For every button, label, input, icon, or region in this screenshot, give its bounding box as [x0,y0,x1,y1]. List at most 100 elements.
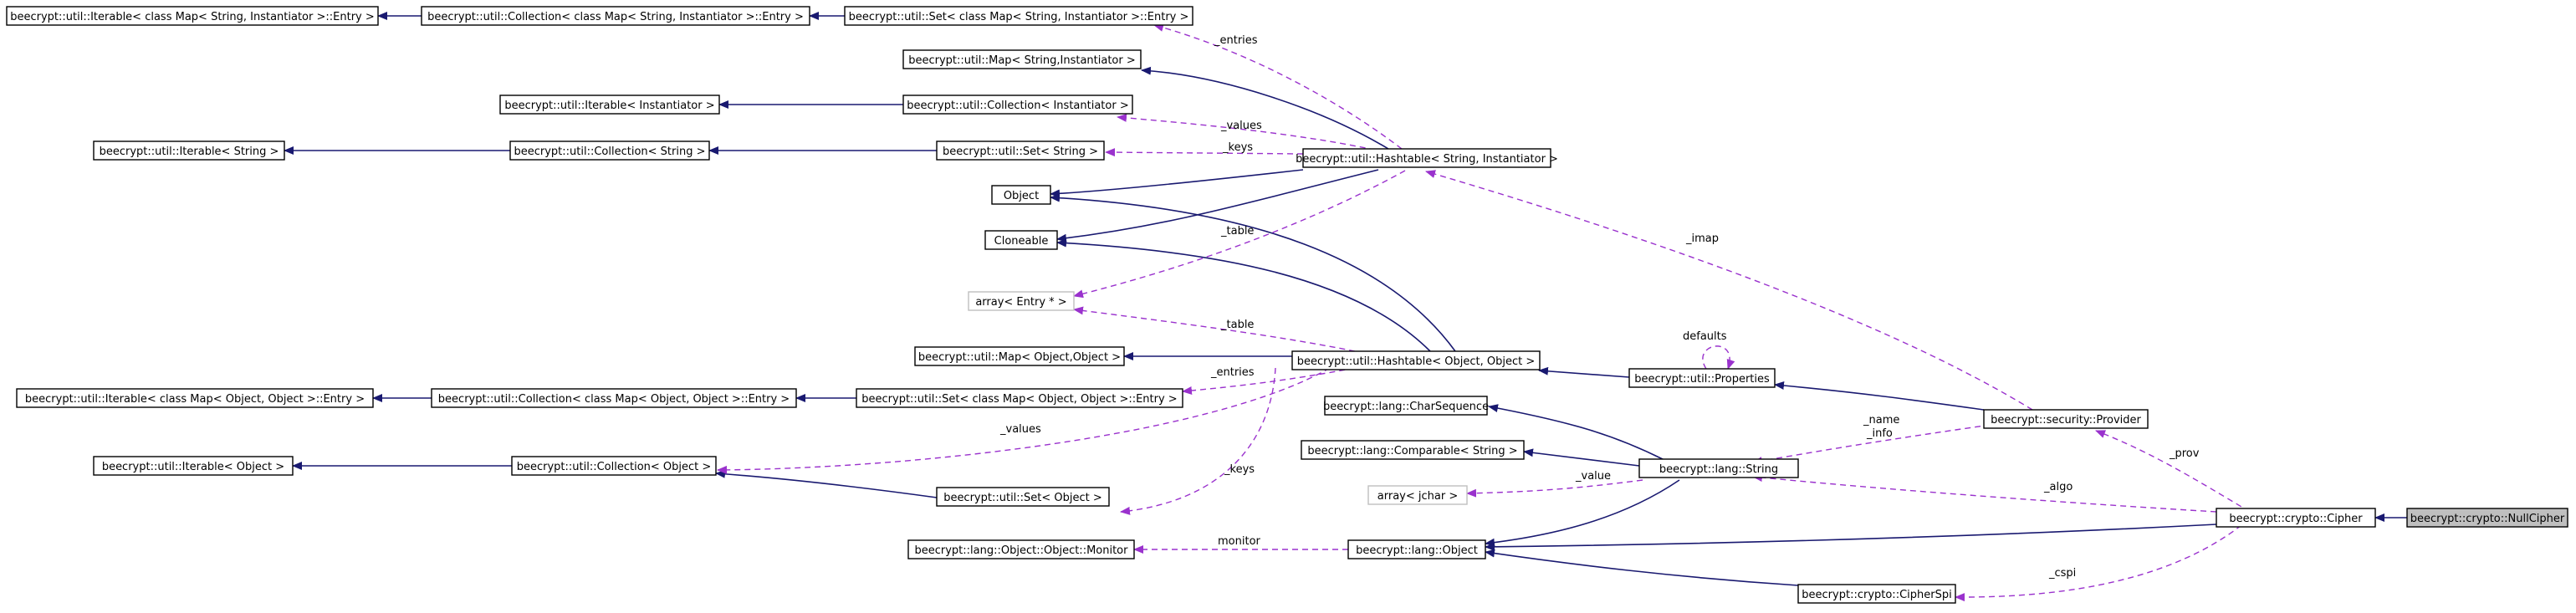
node-collection-object-entry[interactable]: beecrypt::util::Collection< class Map< O… [431,388,797,408]
edge-value [1466,479,1643,498]
edge-string-to-comparable [1523,448,1640,467]
node-iterable-object[interactable]: beecrypt::util::Iterable< Object > [93,456,294,476]
edge-entries-top [1153,23,1403,150]
node-iterable-object-entry-label: beecrypt::util::Iterable< class Map< Obj… [25,393,365,406]
node-set-object[interactable]: beecrypt::util::Set< Object > [936,487,1110,507]
node-lang-object-label: beecrypt::lang::Object [1356,544,1478,557]
node-array-entry[interactable]: array< Entry * > [968,291,1075,311]
node-monitor[interactable]: beecrypt::lang::Object::Object::Monitor [907,539,1135,559]
node-hashtable-instantiator[interactable]: beecrypt::util::Hashtable< String, Insta… [1296,148,1558,168]
node-collection-map-entry-label: beecrypt::util::Collection< class Map< S… [427,11,804,23]
node-collection-object-entry-label: beecrypt::util::Collection< class Map< O… [438,393,790,406]
node-set-object-entry-label: beecrypt::util::Set< class Map< Object, … [861,393,1177,406]
member-edges [717,23,2251,602]
node-lang-object[interactable]: beecrypt::lang::Object [1347,539,1486,559]
node-map-object[interactable]: beecrypt::util::Map< Object,Object > [914,346,1125,366]
node-collection-string[interactable]: beecrypt::util::Collection< String > [509,140,710,161]
node-set-object-label: beecrypt::util::Set< Object > [943,492,1102,504]
edge-hashtable-object-to-object [1050,193,1456,352]
edge-string-to-char-sequence [1488,404,1665,461]
node-set-map-entry[interactable]: beecrypt::util::Set< class Map< String, … [844,6,1193,26]
label-imap: _imap [1685,232,1719,245]
node-cloneable-label: Cloneable [994,235,1049,248]
node-collection-map-entry[interactable]: beecrypt::util::Collection< class Map< S… [421,6,810,26]
label-cspi: _cspi [2048,567,2076,580]
node-null-cipher[interactable]: beecrypt::crypto::NullCipher [2406,508,2568,528]
node-hashtable-object[interactable]: beecrypt::util::Hashtable< Object, Objec… [1291,350,1541,370]
edge-keys-top [1105,148,1304,157]
node-cipher-spi[interactable]: beecrypt::crypto::CipherSpi [1797,584,1956,604]
node-char-sequence-label: beecrypt::lang::CharSequence [1323,401,1489,413]
label-keys-bottom: _keys [1224,463,1255,476]
node-cipher-spi-label: beecrypt::crypto::CipherSpi [1802,589,1951,601]
node-iterable-instantiator[interactable]: beecrypt::util::Iterable< Instantiator > [499,95,720,115]
node-cipher-label: beecrypt::crypto::Cipher [2229,513,2363,525]
node-iterable-string[interactable]: beecrypt::util::Iterable< String > [93,140,285,161]
class-nodes: beecrypt::util::Iterable< class Map< Str… [6,6,2568,604]
label-algo: _algo [2043,481,2073,493]
edge-cipher-to-lang-object [1485,524,2217,551]
edge-values-top [1117,113,1386,153]
node-array-jchar-label: array< jchar > [1377,490,1458,503]
node-map-object-label: beecrypt::util::Map< Object,Object > [918,351,1121,364]
node-cipher[interactable]: beecrypt::crypto::Cipher [2216,508,2376,528]
node-collection-instantiator[interactable]: beecrypt::util::Collection< Instantiator… [902,95,1133,115]
edge-hashtable-instantiator-to-cloneable [1056,169,1379,243]
label-entries-bottom: _entries [1210,366,1255,379]
edge-set-object-to-collection [715,469,938,498]
node-set-string[interactable]: beecrypt::util::Set< String > [936,140,1105,161]
node-iterable-object-entry[interactable]: beecrypt::util::Iterable< class Map< Obj… [16,388,374,408]
node-provider[interactable]: beecrypt::security::Provider [1983,409,2149,429]
node-array-entry-label: array< Entry * > [975,296,1066,309]
edge-name-info [1752,424,1991,466]
label-monitor: monitor [1218,535,1261,548]
node-lang-string-label: beecrypt::lang::String [1659,463,1778,476]
node-monitor-label: beecrypt::lang::Object::Object::Monitor [915,544,1129,557]
node-iterable-map-entry-label: beecrypt::util::Iterable< class Map< Str… [10,11,375,23]
node-hashtable-object-label: beecrypt::util::Hashtable< Object, Objec… [1297,355,1536,368]
node-set-map-entry-label: beecrypt::util::Set< class Map< String, … [849,11,1189,23]
edge-keys-bottom [1120,367,1276,515]
node-map-instantiator[interactable]: beecrypt::util::Map< String,Instantiator… [902,49,1142,69]
node-properties[interactable]: beecrypt::util::Properties [1628,368,1776,388]
label-values-bottom: _values [999,423,1041,436]
edge-table-top [1073,170,1406,299]
node-array-jchar[interactable]: array< jchar > [1367,485,1468,505]
node-iterable-instantiator-label: beecrypt::util::Iterable< Instantiator > [504,100,714,112]
node-null-cipher-label: beecrypt::crypto::NullCipher [2410,513,2565,525]
edge-defaults [1702,345,1735,370]
edge-hashtable-instantiator-to-map [1141,66,1389,150]
label-keys-top: _keys [1222,141,1253,154]
edge-hashtable-object-to-cloneable [1056,238,1431,352]
node-lang-string[interactable]: beecrypt::lang::String [1638,458,1799,478]
node-map-instantiator-label: beecrypt::util::Map< String,Instantiator… [908,54,1136,67]
node-collection-object[interactable]: beecrypt::util::Collection< Object > [511,456,717,476]
node-set-string-label: beecrypt::util::Set< String > [943,146,1098,158]
node-set-object-entry[interactable]: beecrypt::util::Set< class Map< Object, … [856,388,1183,408]
label-values-top: _values [1220,120,1262,132]
edge-cspi [1955,524,2242,602]
label-info: _info [1866,427,1893,440]
node-collection-instantiator-label: beecrypt::util::Collection< Instantiator… [907,100,1128,112]
label-entries-top: _entries [1214,34,1258,47]
node-comparable-string[interactable]: beecrypt::lang::Comparable< String > [1301,440,1525,460]
inheritance-edges [284,12,2407,586]
label-table-top: _table [1220,225,1254,238]
edge-entries-bottom [1182,367,1356,395]
edge-provider-to-properties [1774,381,1985,411]
label-value: _value [1575,470,1611,483]
node-cloneable[interactable]: Cloneable [984,230,1058,250]
node-char-sequence[interactable]: beecrypt::lang::CharSequence [1323,396,1489,416]
edge-values-bottom [717,367,1331,474]
node-provider-label: beecrypt::security::Provider [1991,414,2141,427]
node-object[interactable]: Object [991,185,1051,205]
label-name: _name [1863,414,1899,427]
node-object-label: Object [1004,190,1039,202]
node-iterable-object-label: beecrypt::util::Iterable< Object > [102,461,284,473]
node-iterable-map-entry[interactable]: beecrypt::util::Iterable< class Map< Str… [6,6,379,26]
edge-labels: _entries _values _keys _table _table _im… [999,34,2200,580]
edge-string-to-lang-object [1485,479,1680,547]
node-hashtable-instantiator-label: beecrypt::util::Hashtable< String, Insta… [1296,153,1558,166]
